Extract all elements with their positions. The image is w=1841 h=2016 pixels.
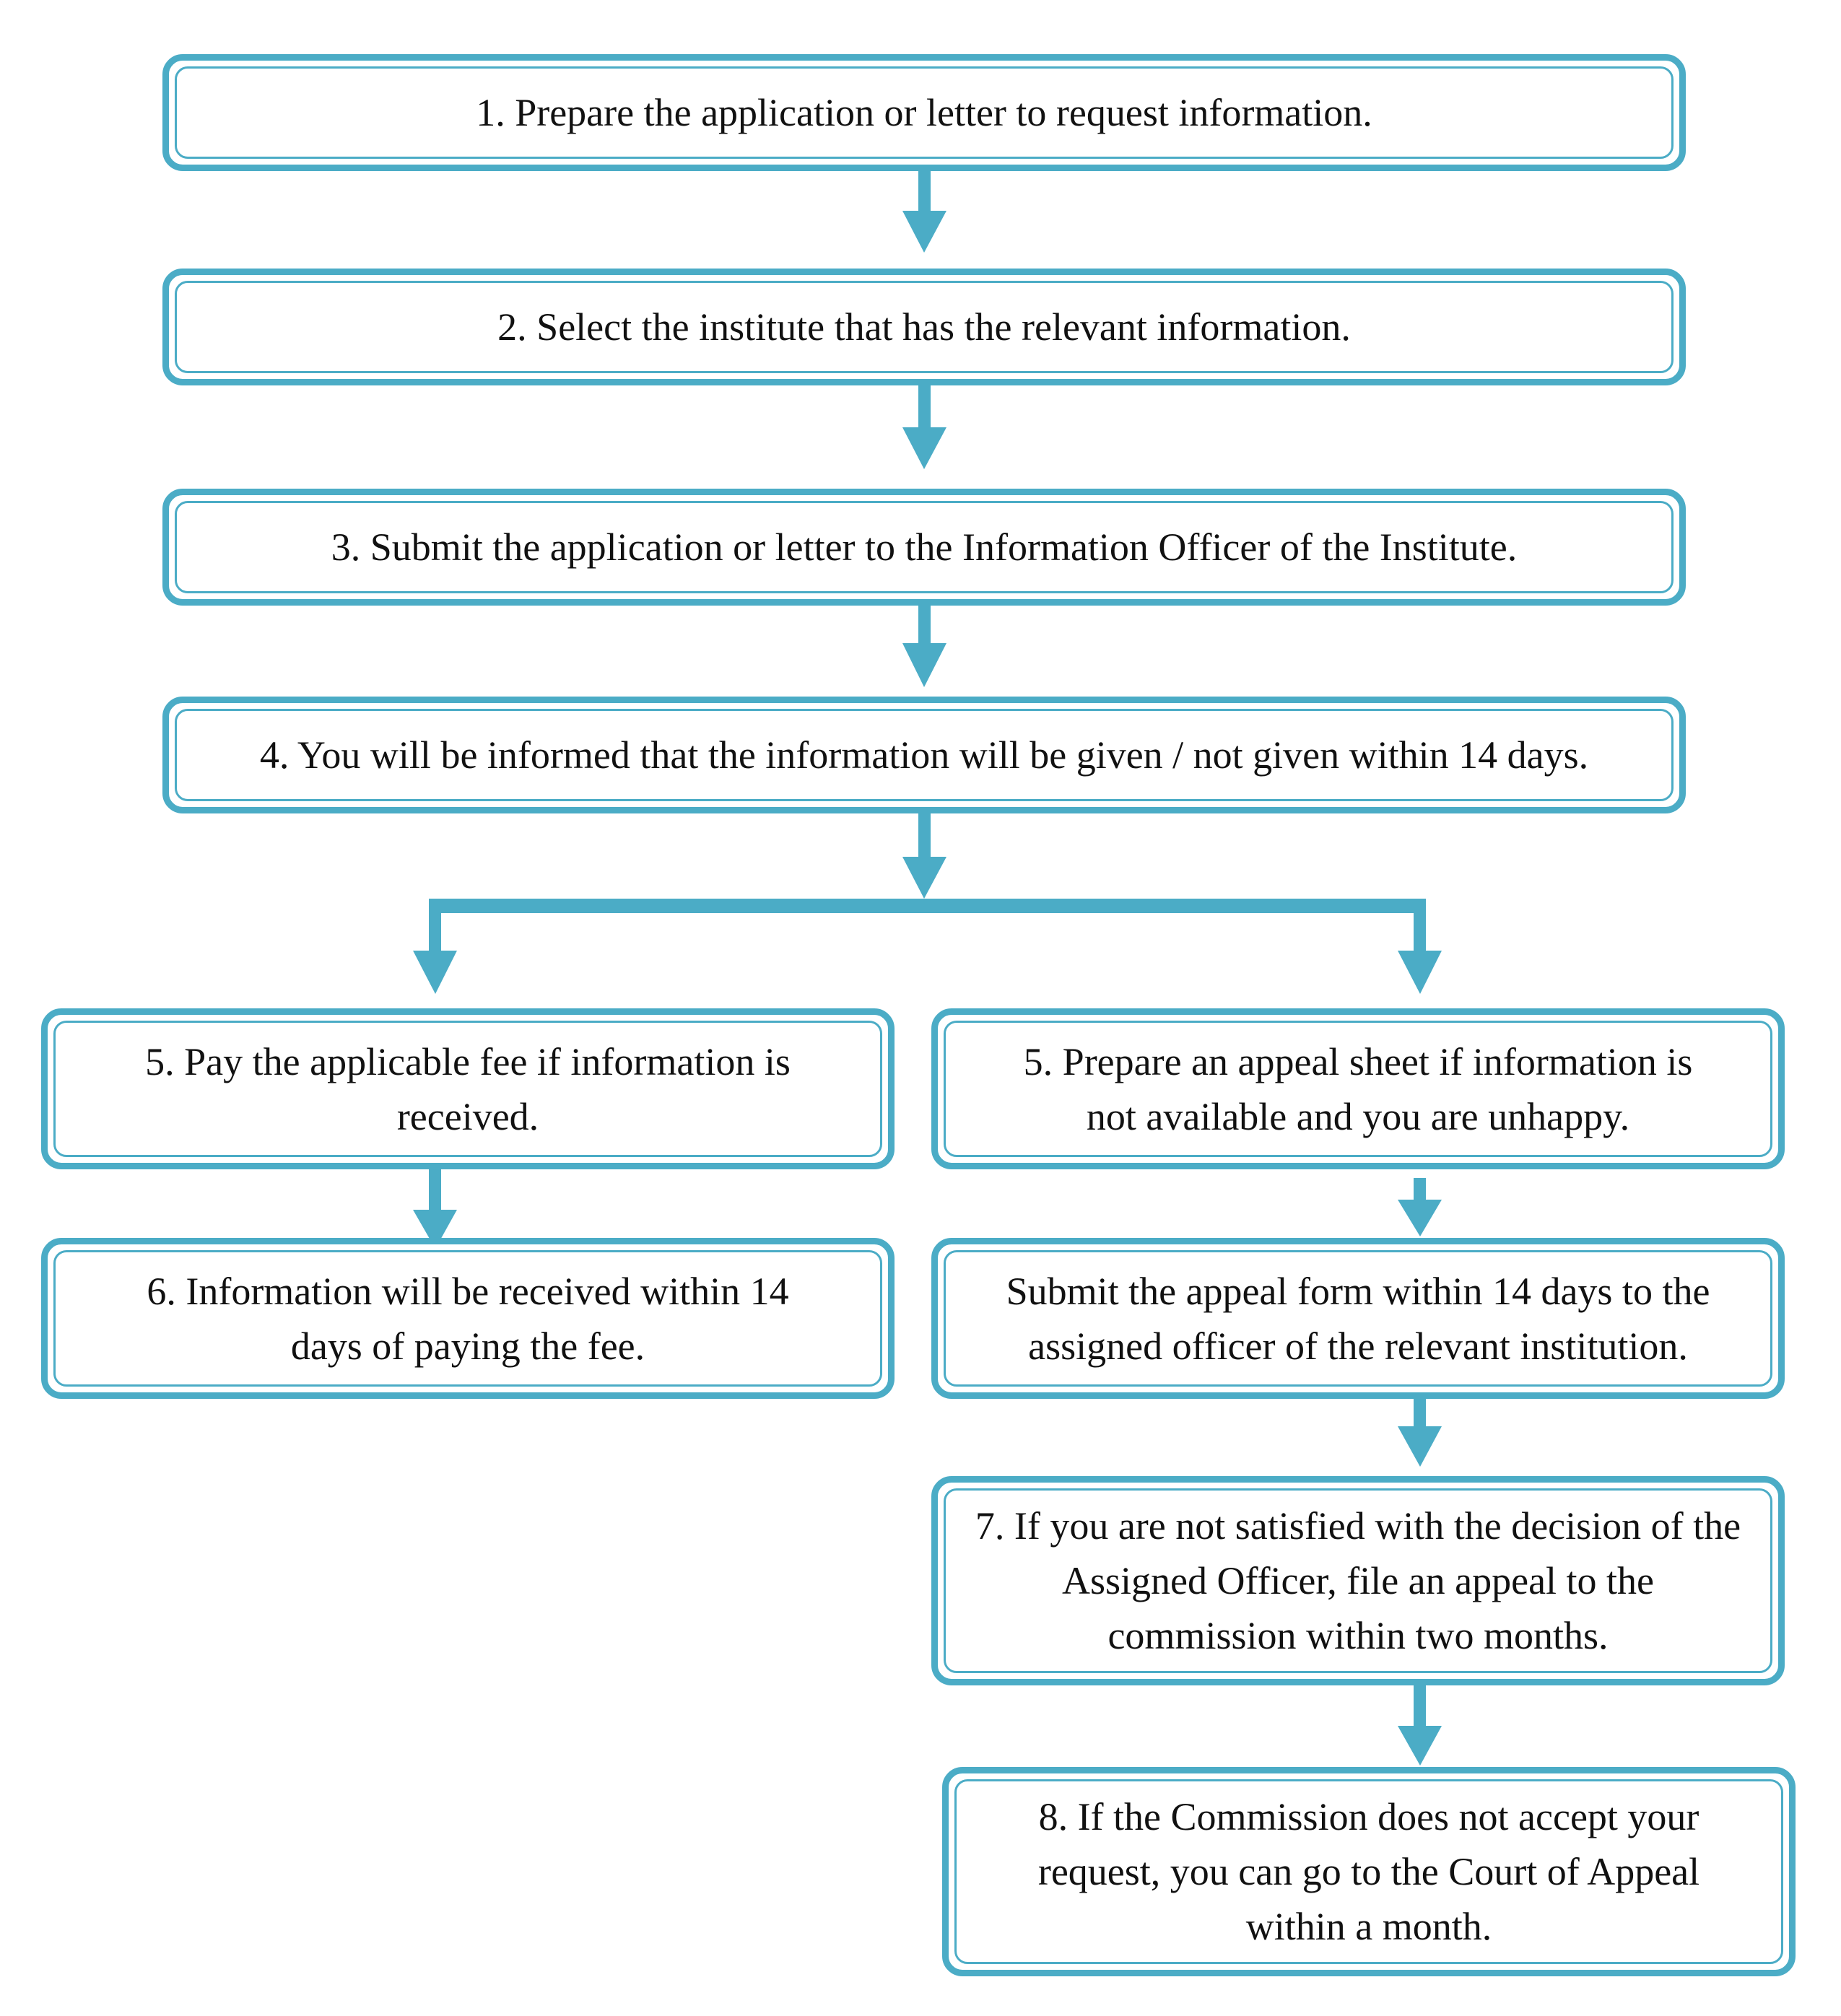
step-2-text: 2. Select the institute that has the rel… <box>497 305 1351 349</box>
arrow-shaft-5-6 <box>429 1169 441 1213</box>
step-8-inner: 8. If the Commission does not accept you… <box>954 1779 1783 1964</box>
step-7-inner: 7. If you are not satisfied with the dec… <box>944 1488 1772 1673</box>
arrow-head-7-8 <box>1398 1726 1442 1766</box>
arrow-shaft-6b-7 <box>1414 1399 1426 1429</box>
step-3-text: 3. Submit the application or letter to t… <box>331 525 1518 569</box>
arrow-head-2-3 <box>902 427 946 469</box>
arrow-shaft-split-right <box>1414 899 1426 954</box>
step-1-text: 1. Prepare the application or letter to … <box>476 91 1372 134</box>
arrow-shaft-4-split <box>918 813 931 860</box>
step-6-box: 6. Information will be received within 1… <box>41 1238 895 1399</box>
step-4-inner: 4. You will be informed that the informa… <box>175 709 1674 801</box>
step-8-text: 8. If the Commission does not accept you… <box>1037 1795 1700 1948</box>
step-5-pay-inner: 5. Pay the applicable fee if information… <box>53 1021 882 1157</box>
arrow-shaft-7-8 <box>1414 1685 1426 1729</box>
step-5-appeal-inner: 5. Prepare an appeal sheet if informatio… <box>944 1021 1772 1157</box>
step-2-inner: 2. Select the institute that has the rel… <box>175 281 1674 373</box>
arrow-head-split-left <box>413 951 457 994</box>
submit-appeal-inner: Submit the appeal form within 14 days to… <box>944 1250 1772 1387</box>
arrow-shaft-1-2 <box>918 171 931 214</box>
step-5-pay-box: 5. Pay the applicable fee if information… <box>41 1008 895 1169</box>
step-7-box: 7. If you are not satisfied with the dec… <box>931 1476 1785 1685</box>
step-8-box: 8. If the Commission does not accept you… <box>942 1767 1796 1976</box>
arrow-head-split-right <box>1398 951 1442 994</box>
step-2-box: 2. Select the institute that has the rel… <box>162 269 1686 385</box>
arrow-shaft-2-3 <box>918 385 931 430</box>
arrow-shaft-5b-6b <box>1414 1178 1426 1203</box>
step-5-pay-text: 5. Pay the applicable fee if information… <box>145 1039 791 1138</box>
step-6-text: 6. Information will be received within 1… <box>147 1269 789 1368</box>
arrow-head-3-4 <box>902 643 946 687</box>
submit-appeal-box: Submit the appeal form within 14 days to… <box>931 1238 1785 1399</box>
split-bar <box>435 899 1420 913</box>
step-4-text: 4. You will be informed that the informa… <box>259 733 1589 777</box>
arrow-head-5b-6b <box>1398 1200 1442 1236</box>
step-6-inner: 6. Information will be received within 1… <box>53 1250 882 1387</box>
arrow-head-1-2 <box>902 211 946 253</box>
step-4-box: 4. You will be informed that the informa… <box>162 697 1686 813</box>
step-7-text: 7. If you are not satisfied with the dec… <box>975 1504 1741 1657</box>
arrow-head-4-split <box>902 857 946 899</box>
step-5-appeal-text: 5. Prepare an appeal sheet if informatio… <box>1023 1039 1693 1138</box>
step-5-appeal-box: 5. Prepare an appeal sheet if informatio… <box>931 1008 1785 1169</box>
step-3-box: 3. Submit the application or letter to t… <box>162 489 1686 606</box>
arrow-head-6b-7 <box>1398 1426 1442 1467</box>
step-3-inner: 3. Submit the application or letter to t… <box>175 501 1674 593</box>
step-1-box: 1. Prepare the application or letter to … <box>162 54 1686 171</box>
arrow-shaft-3-4 <box>918 606 931 646</box>
submit-appeal-text: Submit the appeal form within 14 days to… <box>1006 1269 1710 1368</box>
arrow-head-5-6 <box>413 1210 457 1249</box>
step-1-inner: 1. Prepare the application or letter to … <box>175 66 1674 159</box>
arrow-shaft-split-left <box>429 899 441 954</box>
